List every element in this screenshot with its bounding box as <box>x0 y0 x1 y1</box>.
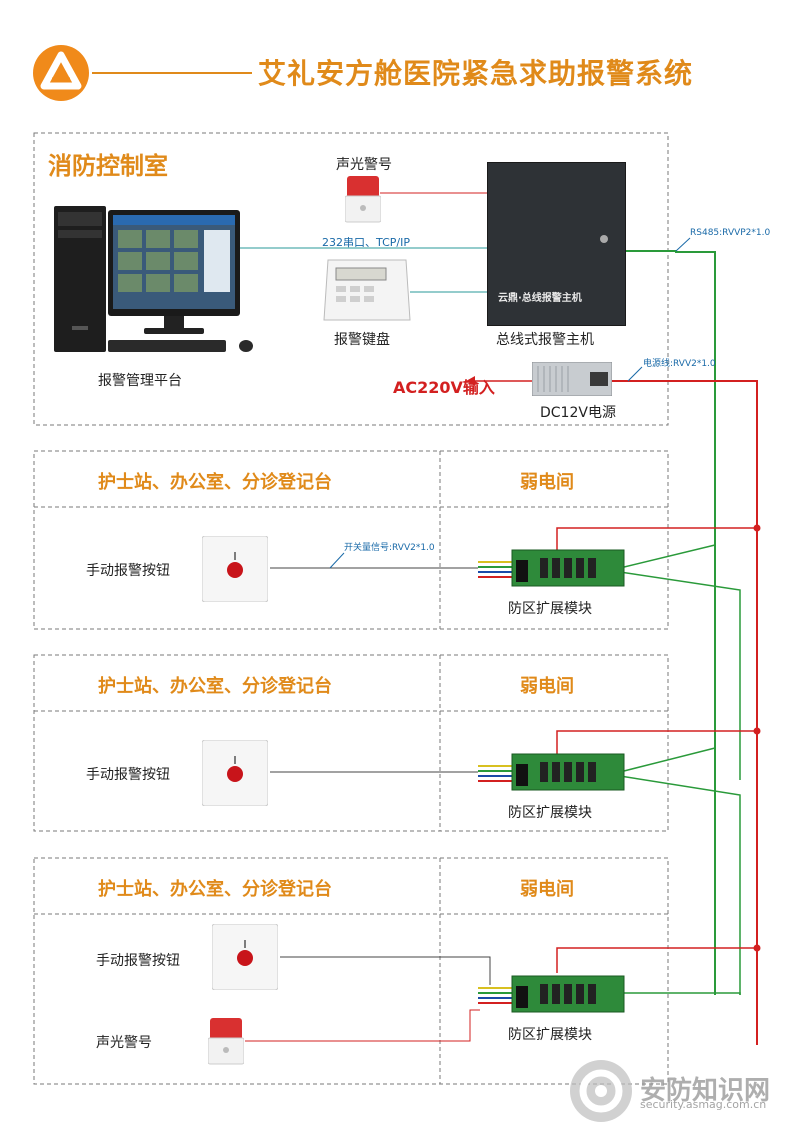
zone3-alarm-light-label: 声光警号 <box>96 1035 152 1051</box>
keypad-label: 报警键盘 <box>334 332 390 348</box>
host-label: 总线式报警主机 <box>496 332 594 348</box>
zone3-left-header: 护士站、办公室、分诊登记台 <box>98 879 332 900</box>
link-label: 232串口、TCP/IP <box>322 236 410 249</box>
power-label: DC12V电源 <box>540 405 616 421</box>
logo-icon <box>33 45 89 101</box>
computer-tower-icon <box>54 206 106 352</box>
zone2-module-label: 防区扩展模块 <box>508 805 592 821</box>
panic-button-icon <box>202 536 268 602</box>
keyboard-icon <box>108 340 253 352</box>
panic-button-icon <box>212 924 278 990</box>
expansion-module-icon <box>478 975 625 1013</box>
host-brand: 云鼎·总线报警主机 <box>498 293 582 304</box>
alarm-host: 云鼎·总线报警主机 <box>487 162 626 326</box>
zone3-right-header: 弱电间 <box>520 879 574 900</box>
zone1-button-label: 手动报警按钮 <box>86 563 170 579</box>
control-room-title: 消防控制室 <box>48 152 168 180</box>
keypad-icon <box>323 259 411 321</box>
watermark-url: security.asmag.com.cn <box>640 1098 767 1111</box>
power-line-label: 电源线:RVV2*1.0 <box>643 359 716 369</box>
zone1-left-header: 护士站、办公室、分诊登记台 <box>98 472 332 493</box>
zone2-button-label: 手动报警按钮 <box>86 767 170 783</box>
title-line <box>92 72 252 74</box>
alarm-light-icon <box>208 1018 244 1065</box>
zone3-button-label: 手动报警按钮 <box>96 953 180 969</box>
lock-icon <box>600 235 608 243</box>
rs485-label: RS485:RVVP2*1.0 <box>690 228 771 238</box>
platform-label: 报警管理平台 <box>98 373 182 389</box>
zone1-signal-label: 开关量信号:RVV2*1.0 <box>344 543 435 553</box>
expansion-module-icon <box>478 753 625 791</box>
alarm-light-icon <box>345 176 381 223</box>
alarm-light-label: 声光警号 <box>336 157 392 173</box>
ac-input-label: AC220V输入 <box>393 378 495 397</box>
panic-button-icon <box>202 740 268 806</box>
power-supply-icon <box>532 362 612 396</box>
watermark-text: 安防知识网 <box>640 1076 771 1106</box>
watermark-logo-icon <box>570 1060 632 1122</box>
page-title: 艾礼安方舱医院紧急求助报警系统 <box>258 57 694 90</box>
zone1-module-label: 防区扩展模块 <box>508 601 592 617</box>
zone3-module-label: 防区扩展模块 <box>508 1027 592 1043</box>
zone2-left-header: 护士站、办公室、分诊登记台 <box>98 676 332 697</box>
expansion-module-icon <box>478 549 625 587</box>
monitor-icon <box>108 210 240 334</box>
zone2-right-header: 弱电间 <box>520 676 574 697</box>
zone1-right-header: 弱电间 <box>520 472 574 493</box>
